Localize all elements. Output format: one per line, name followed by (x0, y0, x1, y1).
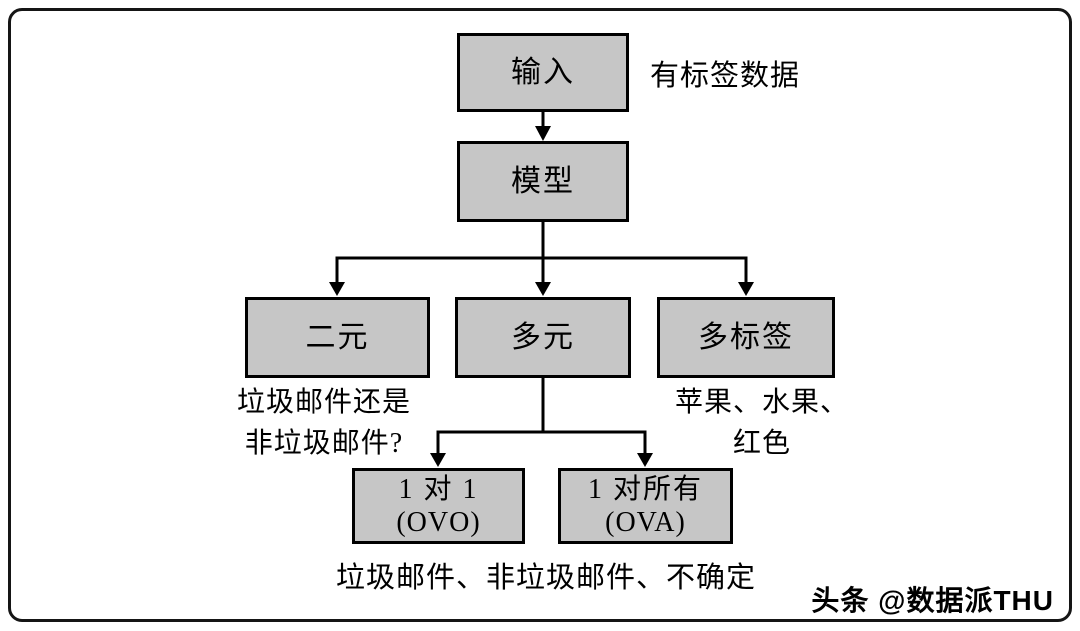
watermark: 头条 @数据派THU (811, 579, 1054, 619)
node-one-vs-one-abbr: (OVO) (396, 507, 481, 538)
watermark-text: 头条 @数据派THU (811, 585, 1054, 616)
node-one-vs-one-label: 1 对 1 (398, 474, 479, 505)
node-input-label: 输入 (511, 55, 575, 89)
annotation-multilabel-example-line2: 红色 (732, 428, 791, 459)
annotation-binary-example-line2: 非垃圾邮件? (244, 428, 404, 459)
node-model-label: 模型 (511, 164, 575, 198)
annotation-labeled-data: 有标签数据 (650, 56, 800, 97)
annotation-multiclass-example: 垃圾邮件、非垃圾邮件、不确定 (286, 558, 806, 599)
node-multiclass-label: 多元 (511, 320, 575, 354)
node-multilabel: 多标签 (657, 297, 835, 378)
node-multilabel-label: 多标签 (698, 320, 794, 354)
annotation-multilabel-example-line1: 苹果、水果、 (674, 387, 849, 418)
node-one-vs-one: 1 对 1 (OVO) (352, 468, 525, 544)
node-one-vs-all-abbr: (OVA) (605, 507, 686, 538)
node-one-vs-all-label: 1 对所有 (587, 474, 703, 505)
node-multiclass: 多元 (455, 297, 631, 378)
annotation-binary-example-line1: 垃圾邮件还是 (236, 387, 411, 418)
annotation-multilabel-example: 苹果、水果、 红色 (652, 382, 872, 464)
node-model: 模型 (457, 141, 629, 222)
node-input: 输入 (457, 33, 629, 112)
annotation-binary-example: 垃圾邮件还是 非垃圾邮件? (214, 382, 434, 464)
node-one-vs-all: 1 对所有 (OVA) (558, 468, 733, 544)
node-binary-label: 二元 (305, 320, 370, 354)
outer-border-frame (8, 8, 1072, 622)
annotation-labeled-data-text: 有标签数据 (650, 60, 801, 92)
node-binary: 二元 (245, 297, 430, 378)
annotation-multiclass-example-text: 垃圾邮件、非垃圾邮件、不确定 (335, 562, 756, 594)
